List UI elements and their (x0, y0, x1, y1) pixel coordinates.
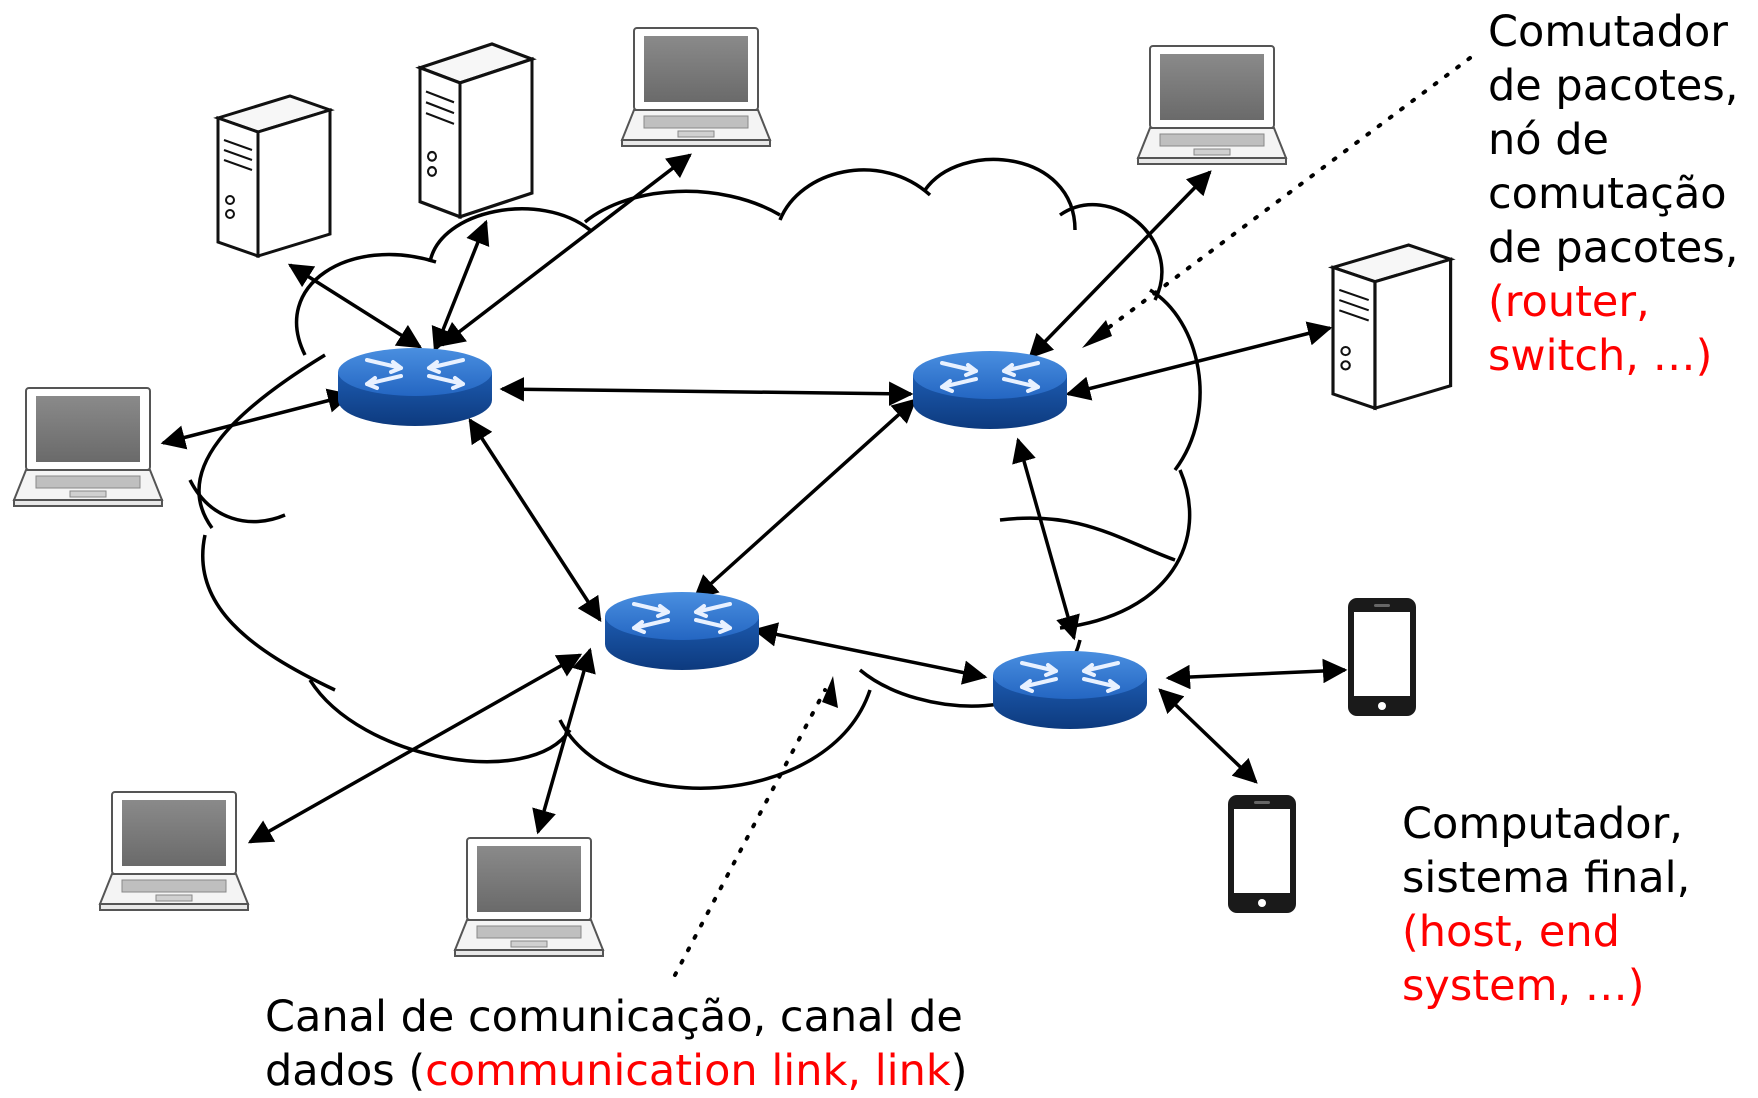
laptop-icon (13, 387, 163, 507)
laptop-icon (454, 837, 604, 957)
leader-link-arrowhead (822, 676, 838, 708)
laptop-icon (1137, 45, 1287, 165)
link-r1-r2 (499, 377, 914, 406)
label-line: Comutador (1488, 7, 1728, 57)
laptop-icon (99, 791, 249, 911)
label-packet-switch: Comutador de pacotes, nó de comutação de… (1488, 5, 1738, 383)
router-icon (603, 590, 761, 672)
label-line: nó de (1488, 115, 1609, 165)
label-line: de pacotes, (1488, 61, 1739, 111)
router-icon (911, 349, 1069, 431)
label-text: ) (950, 1046, 968, 1096)
server-icon (216, 94, 332, 258)
label-text: dados ( (265, 1046, 426, 1096)
label-line: comutação (1488, 169, 1727, 219)
label-line: sistema final, (1402, 853, 1691, 903)
link-r2-laptop-top (1028, 170, 1212, 359)
link-r4-phone1 (1165, 658, 1348, 690)
link-r1-laptop-top (440, 153, 692, 347)
leader-link (673, 688, 827, 977)
links (160, 153, 1348, 844)
link-r2-r3 (693, 398, 917, 600)
link-r2-r4 (1012, 437, 1080, 641)
link-r1-laptop-left (160, 388, 353, 450)
link-r2-server (1065, 321, 1333, 401)
link-r3-laptop-bl (247, 653, 583, 844)
label-line-english: system, …) (1402, 961, 1645, 1011)
label-host: Computador, sistema final, (host, end sy… (1402, 797, 1690, 1013)
label-line-english: switch, …) (1488, 331, 1713, 381)
label-communication-link: Canal de comunicação, canal de dados (co… (265, 990, 968, 1098)
server-icon (1331, 243, 1453, 410)
smartphone-icon (1228, 795, 1296, 913)
link-r1-r3 (468, 417, 602, 623)
label-line-english: (router, (1488, 277, 1650, 327)
link-r1-server1 (287, 263, 423, 349)
label-line: Canal de comunicação, canal de (265, 992, 963, 1042)
server-icon (418, 42, 534, 219)
link-r3-r4 (752, 622, 988, 685)
label-line-english: (host, end (1402, 907, 1620, 957)
smartphone-icon (1348, 598, 1416, 716)
label-line: de pacotes, (1488, 223, 1739, 273)
laptop-icon (621, 27, 771, 147)
link-r3-laptop-bottom (532, 647, 596, 835)
router-icon (336, 346, 494, 428)
label-text-english: communication link, link (425, 1046, 951, 1096)
label-line: dados (communication link, link) (265, 1044, 968, 1098)
leader-switch-arrowhead (1082, 320, 1112, 348)
link-r4-phone2 (1158, 688, 1258, 784)
label-line: Computador, (1402, 799, 1683, 849)
router-icon (991, 649, 1149, 731)
leader-switch (1090, 56, 1472, 342)
